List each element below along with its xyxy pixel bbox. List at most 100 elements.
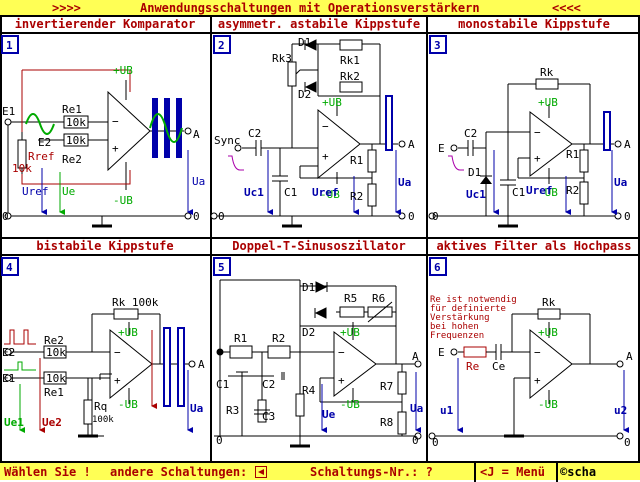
p2-Rk1: Rk1 bbox=[340, 54, 360, 67]
p5-R2: R2 bbox=[272, 332, 285, 345]
p1-Re2: Re2 bbox=[62, 153, 82, 166]
p2-minus-sign: − bbox=[322, 120, 329, 133]
panel-2-number: 2 bbox=[218, 39, 225, 52]
panel-4-number-box[interactable] bbox=[1, 257, 19, 276]
panel-5-circuit bbox=[214, 279, 420, 446]
p1-zero-right: 0 bbox=[193, 210, 200, 223]
p1-Uref: Uref bbox=[22, 185, 49, 198]
p5-R5: R5 bbox=[344, 292, 357, 305]
p4-Re2: Re2 bbox=[44, 334, 64, 347]
p4-Rk: Rk 100k bbox=[112, 296, 159, 309]
p3-minus-ub: -UB bbox=[538, 186, 558, 199]
p4-A: A bbox=[198, 358, 205, 371]
p6-plus-sign: + bbox=[534, 374, 541, 387]
p4-Re1-val: 10k bbox=[46, 372, 66, 385]
panel-5-title: Doppel-T-Sinusoszillator bbox=[232, 239, 406, 253]
circuit-number-label[interactable]: Schaltungs-Nr.: ? bbox=[310, 465, 433, 479]
p5-A: A bbox=[412, 350, 419, 363]
p2-Rk3: Rk3 bbox=[272, 52, 292, 65]
panel-1-number: 1 bbox=[6, 39, 13, 52]
p1-Rref-val: 10k bbox=[12, 162, 32, 175]
panel-3-number-box[interactable] bbox=[429, 35, 447, 54]
p1-Rref: Rref bbox=[28, 150, 55, 163]
p2-R1: R1 bbox=[350, 154, 363, 167]
p3-plus-ub: +UB bbox=[538, 96, 558, 109]
p3-Ua: Ua bbox=[614, 176, 627, 189]
p5-zero-left: 0 bbox=[216, 434, 223, 447]
choose-prompt: Wählen Sie ! bbox=[4, 465, 91, 479]
other-circuits-label: andere Schaltungen: bbox=[110, 465, 248, 479]
p1-Re2-val: 10k bbox=[66, 134, 86, 147]
p5-C2: C2 bbox=[262, 378, 275, 391]
panel-6-number-box[interactable] bbox=[429, 257, 447, 276]
panel-2-number-box[interactable] bbox=[213, 35, 231, 54]
p1-zero-left: 0 bbox=[2, 210, 9, 223]
p6-note-line3: Verstärkung bbox=[430, 313, 490, 323]
p6-note-line1: Re ist notwendig bbox=[430, 295, 517, 305]
p6-Re: Re bbox=[466, 360, 479, 373]
p5-C3: C3 bbox=[262, 410, 275, 423]
p6-Ce: Ce bbox=[492, 360, 505, 373]
p5-R4: R4 bbox=[302, 384, 316, 397]
p2-Ua: Ua bbox=[398, 176, 411, 189]
p2-C1: C1 bbox=[284, 186, 297, 199]
title-arrows-left: >>>> bbox=[52, 1, 81, 15]
arrow-left-icon[interactable] bbox=[255, 466, 267, 478]
p5-minus-sign: − bbox=[338, 346, 345, 359]
p3-plus-sign: + bbox=[534, 152, 541, 165]
p2-R2: R2 bbox=[350, 190, 363, 203]
p5-D2: D2 bbox=[302, 326, 315, 339]
p3-zero-right: 0 bbox=[624, 210, 631, 223]
p6-zero-left: 0 bbox=[432, 436, 439, 449]
panel-1-title: invertierender Komparator bbox=[14, 17, 196, 31]
p2-Rk2: Rk2 bbox=[340, 70, 360, 83]
p3-E: E bbox=[438, 142, 445, 155]
p6-note-line4: bei hohen bbox=[430, 322, 479, 332]
p6-minus-sign: − bbox=[534, 346, 541, 359]
p5-D1: D1 bbox=[302, 281, 315, 294]
p5-plus-ub: +UB bbox=[340, 326, 360, 339]
p6-A: A bbox=[626, 350, 633, 363]
p2-Uc1: Uc1 bbox=[244, 186, 264, 199]
p5-Ue: Ue bbox=[322, 408, 336, 421]
p1-Re1-val: 10k bbox=[66, 116, 86, 129]
p3-C1: C1 bbox=[512, 186, 525, 199]
p6-plus-ub: +UB bbox=[538, 326, 558, 339]
title-bar: >>>> Anwendungsschaltungen mit Operation… bbox=[0, 0, 640, 17]
p5-Ua: Ua bbox=[410, 402, 423, 415]
p1-minus-ub: -UB bbox=[113, 194, 133, 207]
p2-plus-ub: +UB bbox=[322, 96, 342, 109]
panel-3-title: monostabile Kippstufe bbox=[458, 17, 610, 31]
p5-R8: R8 bbox=[380, 416, 393, 429]
copyright: ©scha bbox=[560, 465, 597, 479]
p1-minus-sign: − bbox=[112, 115, 119, 128]
p6-note-line5: Frequenzen bbox=[430, 331, 484, 341]
p5-R7: R7 bbox=[380, 380, 393, 393]
p1-plus-ub: +UB bbox=[113, 64, 133, 77]
panel-6-circuit bbox=[430, 308, 620, 437]
p3-R2: R2 bbox=[566, 184, 579, 197]
p2-Uref: Uref bbox=[312, 186, 339, 199]
p3-zero-left: 0 bbox=[432, 210, 439, 223]
title-arrows-right: <<<< bbox=[552, 1, 581, 15]
page-title: Anwendungsschaltungen mit Operationsvers… bbox=[140, 1, 480, 15]
p6-Rk: Rk bbox=[542, 296, 556, 309]
menu-button[interactable]: <J = Menü bbox=[480, 465, 546, 479]
p3-Uref: Uref bbox=[526, 184, 553, 197]
panel-1-number-box[interactable] bbox=[1, 35, 19, 54]
p2-D1: D1 bbox=[298, 36, 311, 49]
p3-A: A bbox=[624, 138, 631, 151]
panel-5-number-box[interactable] bbox=[213, 257, 231, 276]
p6-E: E bbox=[438, 346, 445, 359]
p1-E1: E1 bbox=[2, 105, 15, 118]
p2-C2: C2 bbox=[248, 127, 261, 140]
panel-6-number: 6 bbox=[434, 261, 441, 274]
panel-3-number: 3 bbox=[434, 39, 441, 52]
p5-R1: R1 bbox=[234, 332, 247, 345]
p4-Re2-val: 10k bbox=[46, 346, 66, 359]
panel-1-circuit bbox=[7, 80, 190, 226]
panel-4-title: bistabile Kippstufe bbox=[36, 239, 174, 253]
p4-Ue2: Ue2 bbox=[42, 416, 62, 429]
p3-Rk: Rk bbox=[540, 66, 554, 79]
